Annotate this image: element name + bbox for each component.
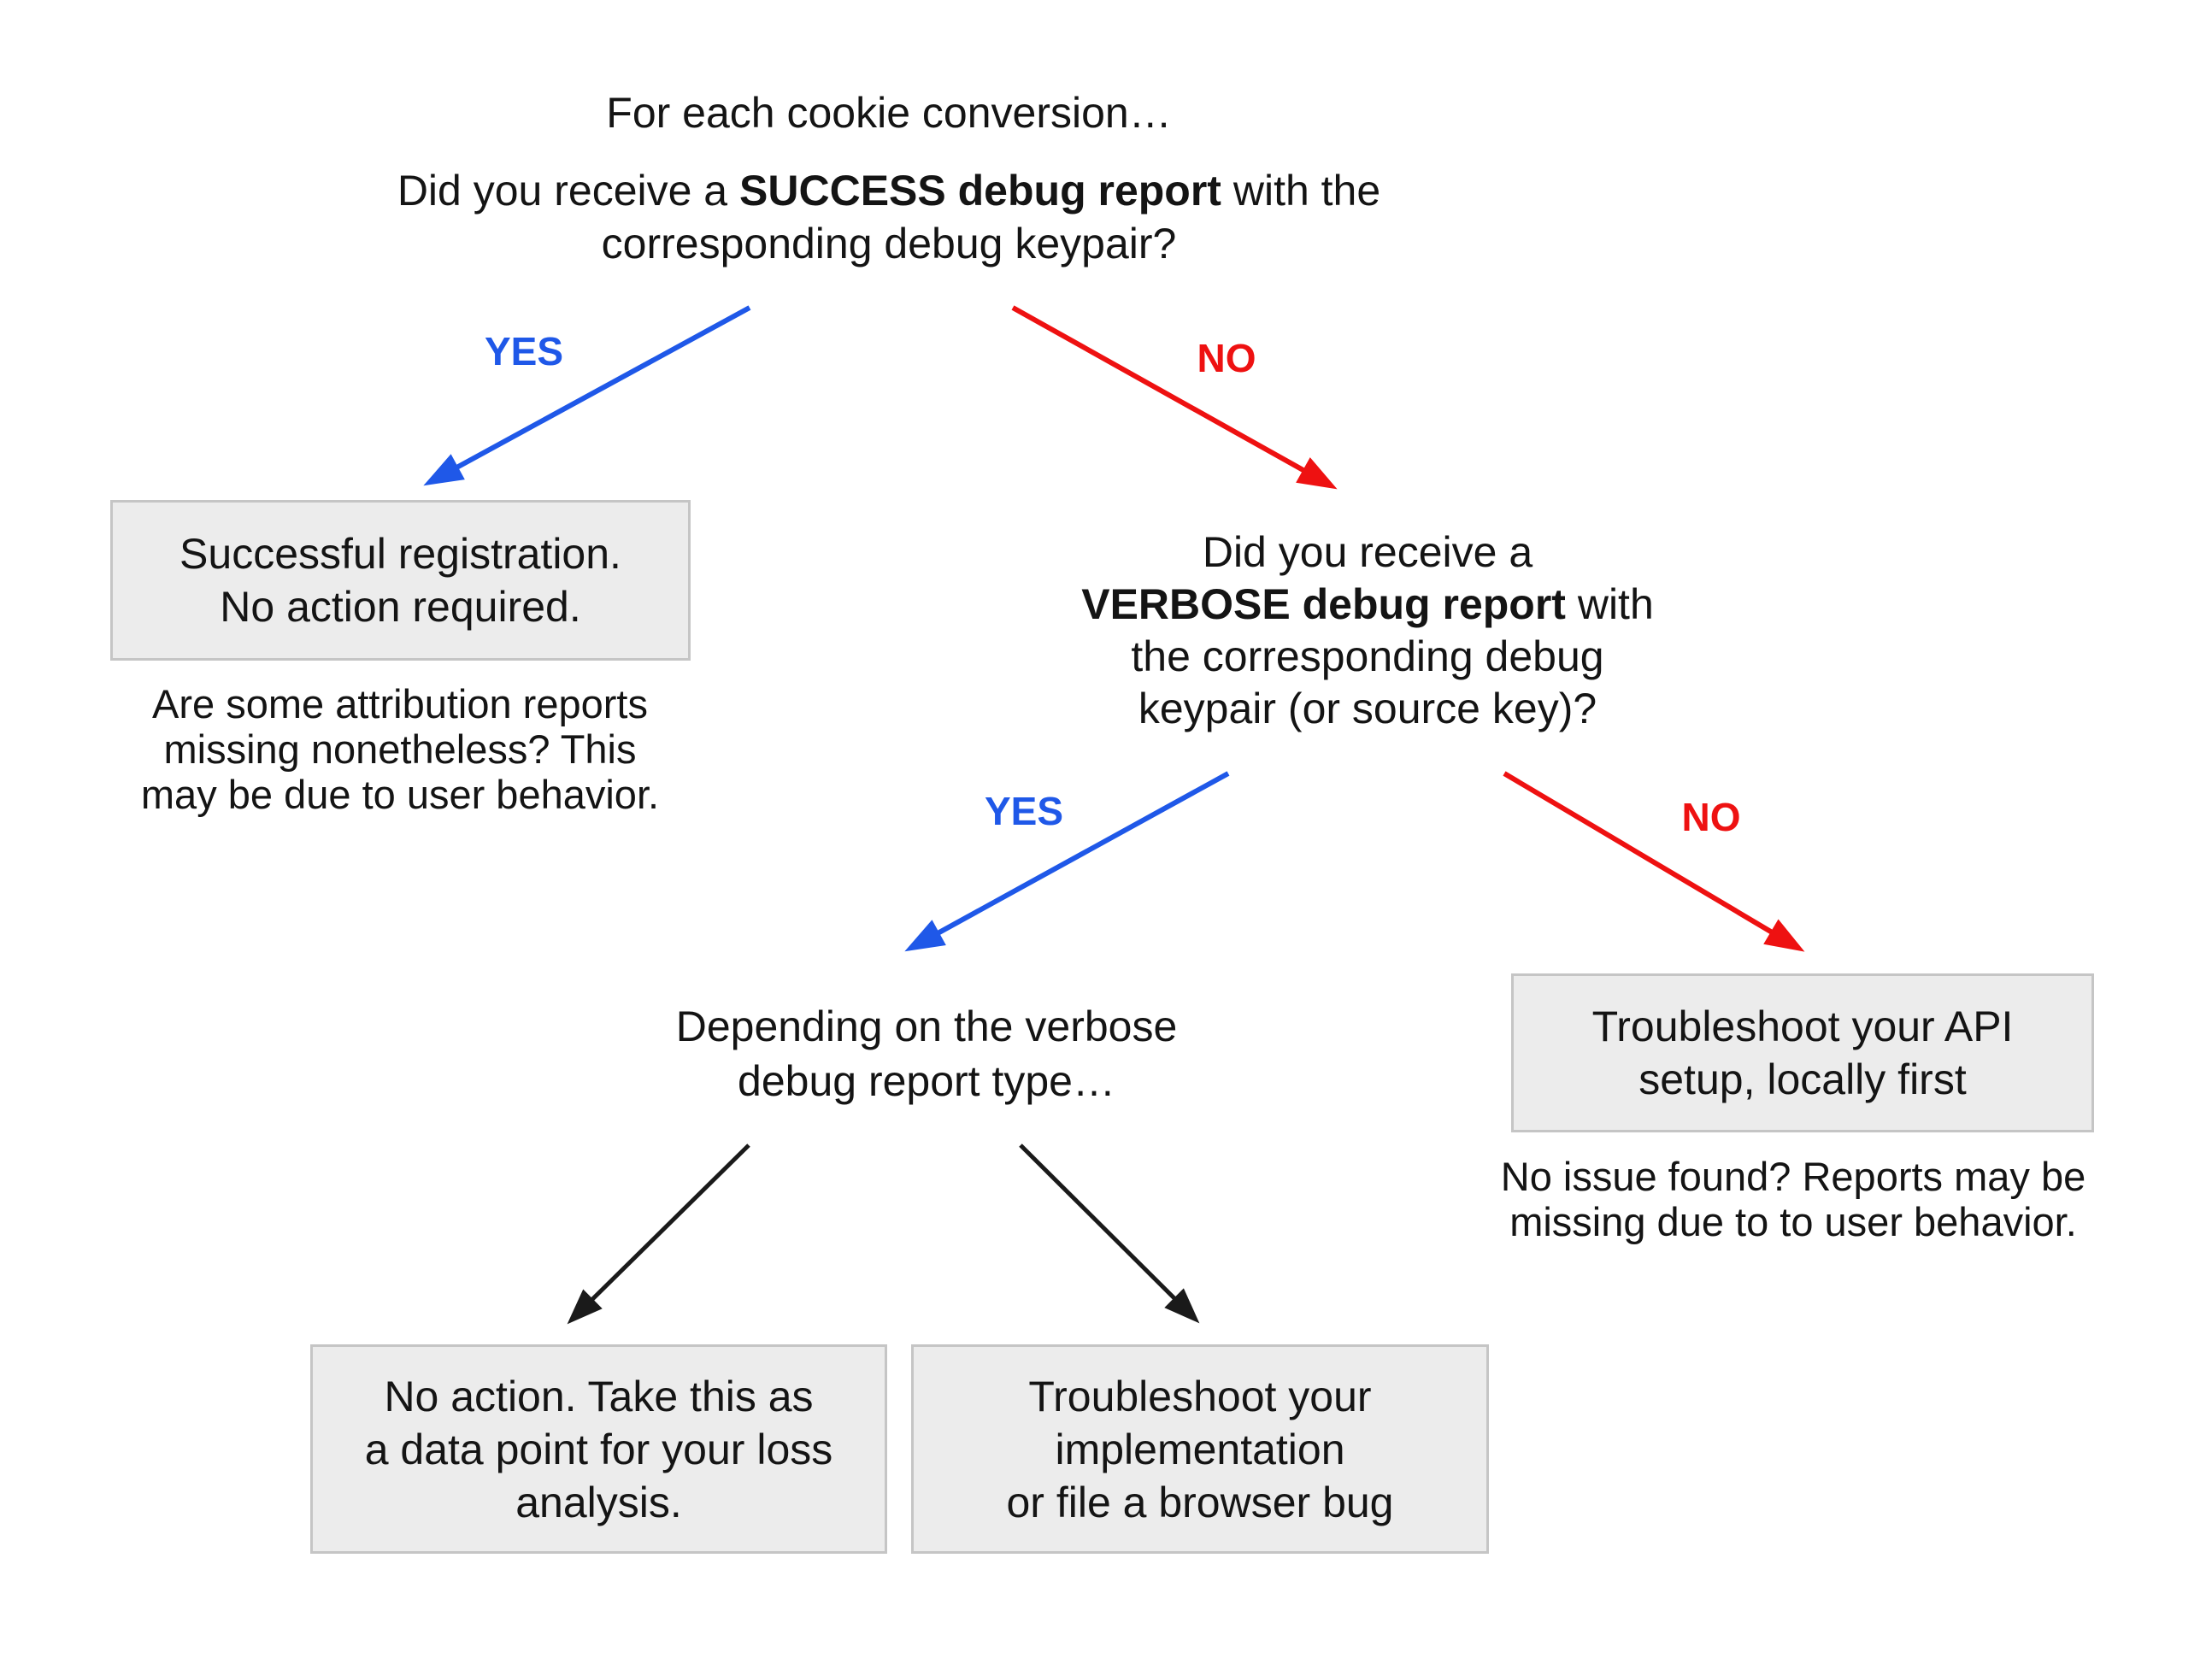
caption-line: missing nonetheless? This — [163, 726, 637, 772]
intro-text: For each cookie conversion… — [606, 89, 1172, 137]
verbose-question: Did you receive a VERBOSE debug report w… — [1043, 526, 1692, 735]
depending-line2: debug report type… — [738, 1057, 1115, 1105]
no-label-level1: NO — [1197, 336, 1256, 380]
verbose-question-line1: Did you receive a — [1202, 528, 1533, 576]
caption-line: No issue found? Reports may be — [1500, 1154, 2086, 1199]
yes-label-level1: YES — [484, 329, 564, 373]
box-line: Troubleshoot your API — [1591, 1002, 2014, 1050]
success-result-box: Successful registration. No action requi… — [110, 500, 691, 661]
caption-line: Are some attribution reports — [152, 681, 648, 726]
verbose-question-line3: the corresponding debug — [1131, 632, 1604, 680]
verbose-type-arrow-right — [1019, 1144, 1200, 1324]
box-line: analysis. — [515, 1478, 682, 1526]
box-line: No action. Take this as — [384, 1372, 814, 1420]
no-action-outcome-box: No action. Take this as a data point for… — [310, 1344, 887, 1554]
box-line: implementation — [1055, 1425, 1345, 1473]
no-arrow-level1 — [1011, 305, 1338, 490]
root-question: Did you receive a SUCCESS debug report w… — [291, 164, 1487, 270]
yes-arrow-level1 — [423, 305, 751, 486]
no-label-level2: NO — [1681, 795, 1741, 839]
box-line: Successful registration. — [179, 530, 621, 578]
troubleshoot-api-box: Troubleshoot your API setup, locally fir… — [1511, 973, 2094, 1132]
box-line: or file a browser bug — [1006, 1478, 1394, 1526]
root-question-line1: Did you receive a SUCCESS debug report w… — [397, 167, 1381, 215]
depending-node: Depending on the verbose debug report ty… — [585, 999, 1268, 1108]
caption-line: may be due to user behavior. — [140, 772, 660, 817]
verbose-question-line4: keypair (or source key)? — [1138, 685, 1597, 732]
verbose-type-arrow-left — [567, 1144, 750, 1325]
depending-line1: Depending on the verbose — [675, 1002, 1178, 1050]
box-line: a data point for your loss — [364, 1425, 833, 1473]
root-question-line2: corresponding debug keypair? — [601, 220, 1177, 268]
api-caption: No issue found? Reports may be missing d… — [1485, 1154, 2101, 1244]
box-line: No action required. — [220, 583, 581, 631]
yes-label-level2: YES — [984, 789, 1064, 833]
yes-arrow-level2 — [904, 771, 1230, 952]
troubleshoot-implementation-box: Troubleshoot your implementation or file… — [911, 1344, 1489, 1554]
no-arrow-level2 — [1503, 771, 1805, 952]
box-line: setup, locally first — [1638, 1055, 1967, 1103]
verbose-question-line2: VERBOSE debug report with — [1081, 580, 1654, 628]
box-line: Troubleshoot your — [1028, 1372, 1372, 1420]
caption-line: missing due to to user behavior. — [1509, 1199, 2077, 1244]
success-caption: Are some attribution reports missing non… — [101, 681, 699, 817]
